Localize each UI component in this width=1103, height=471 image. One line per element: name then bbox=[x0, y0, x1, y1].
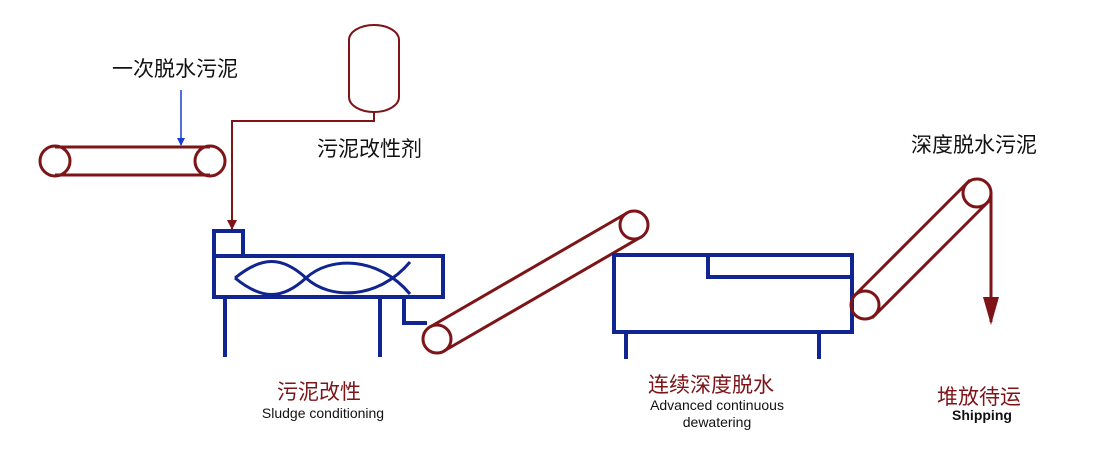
modifier-feed-pipe bbox=[227, 112, 375, 230]
caption-dewatering-cn: 连续深度脱水 bbox=[648, 373, 774, 397]
discharge-arrowhead bbox=[983, 297, 999, 325]
caption-shipping-en: Shipping bbox=[952, 407, 1012, 423]
caption-dewatering-en-line1: Advanced continuous bbox=[650, 397, 784, 413]
caption-conditioning-cn: 污泥改性 bbox=[277, 380, 361, 404]
label-primary-sludge: 一次脱水污泥 bbox=[112, 57, 238, 81]
mixer-paddles bbox=[234, 260, 412, 296]
inclined-conveyor-1 bbox=[421, 209, 650, 355]
caption-conditioning-en: Sludge conditioning bbox=[261, 405, 385, 421]
label-deep-sludge: 深度脱水污泥 bbox=[911, 133, 1037, 157]
modifier-tank bbox=[348, 24, 400, 113]
caption-shipping-cn: 堆放待运 bbox=[937, 385, 1021, 409]
inclined-conveyor-2 bbox=[849, 177, 993, 321]
caption-dewatering-en-line2: dewatering bbox=[682, 414, 752, 430]
primary-conveyor bbox=[38, 144, 227, 178]
label-modifier: 污泥改性剂 bbox=[317, 137, 422, 161]
dewatering-unit bbox=[612, 253, 854, 359]
conditioning-mixer bbox=[212, 229, 445, 357]
